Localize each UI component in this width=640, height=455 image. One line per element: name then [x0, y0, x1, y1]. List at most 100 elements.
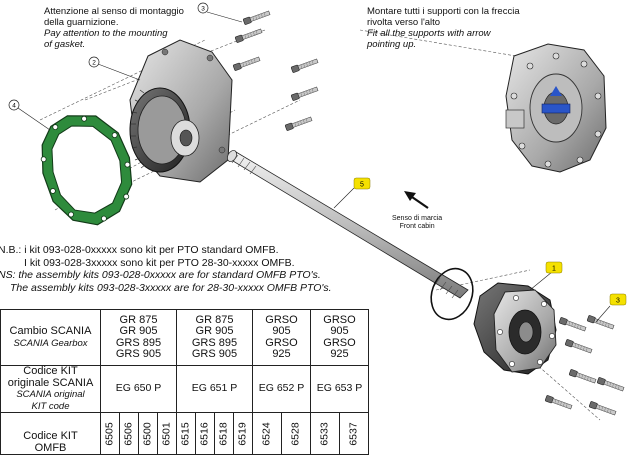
callout-3-upper-label: 3 — [201, 6, 205, 13]
kit-code-header-en-1: SCANIA original — [16, 389, 85, 400]
kit-number-cell: 6518 — [214, 412, 234, 455]
gearbox-cell-2: GR 875 GR 905 GRS 895 GRS 905 — [176, 309, 253, 366]
supports-note-en-2: pointing up. — [367, 39, 417, 50]
callout-3-lower: 3 — [595, 293, 627, 323]
kit-note-it-1: N.B.: i kit 093-028-0xxxxx sono kit per … — [0, 244, 279, 256]
kit-number-cell: 6528 — [281, 412, 311, 455]
exploded-assembly-drawing: 1 2 3 4 5 3 — [8, 2, 627, 421]
gearbox-cell-3: GRSO 905 GRSO 925 — [252, 309, 311, 366]
kit-number: 6506 — [122, 421, 135, 446]
kit-header-it-2: OMFB — [34, 441, 67, 454]
kit-number: 6516 — [198, 421, 211, 446]
gearbox-4-line-4: 925 — [330, 348, 349, 360]
kit-number: 6515 — [179, 421, 192, 446]
gearbox-header-en: SCANIA Gearbox — [13, 337, 88, 349]
supports-note-en-1: Fit all the supports with arrow — [367, 28, 491, 39]
kit-header-it-1: Codice KIT — [23, 430, 78, 442]
gearbox-header: Cambio SCANIA SCANIA Gearbox — [0, 309, 101, 366]
gasket-note-it-2: della guarnizione. — [44, 17, 119, 28]
callout-4: 4 — [8, 99, 51, 131]
kit-number-cell: 6533 — [310, 412, 340, 455]
gearbox-3-line-1: GRSO — [265, 313, 298, 326]
direction-label-it: Senso di marcia — [392, 215, 443, 222]
kit-number-cell: 6505 — [100, 412, 120, 455]
kit-number-cell: 6516 — [195, 412, 215, 455]
supports-note: Montare tutti i supporti con la freccia … — [367, 6, 520, 50]
gearbox-3-line-3: GRSO — [265, 336, 298, 349]
kit-code-header-en-2: KIT code — [31, 400, 70, 412]
kit-note: N.B.: i kit 093-028-0xxxxx sono kit per … — [0, 244, 332, 294]
gearbox-1-line-1: GR 875 — [119, 313, 158, 326]
gearbox-header-it: Cambio SCANIA — [9, 325, 92, 337]
supports-note-it-1: Montare tutti i supporti con la freccia — [367, 6, 520, 17]
gearbox-4-line-1: GRSO — [323, 313, 356, 326]
kit-code-header: Codice KIT originale SCANIA SCANIA origi… — [0, 365, 101, 413]
gearbox-2-line-3: GRS 895 — [191, 336, 238, 349]
kit-note-en-2: The assembly kits 093-028-3xxxxx are for… — [10, 281, 332, 294]
gasket-note-it-1: Attenzione al senso di montaggio — [44, 6, 184, 17]
kit-note-it-2: I kit 093-028-3xxxxx sono kit per PTO 28… — [24, 256, 295, 269]
kit-number: 6501 — [160, 421, 173, 446]
kit-number: 6537 — [347, 421, 360, 446]
gasket-note: Attenzione al senso di montaggio della g… — [44, 6, 184, 50]
gearbox-3-line-2: 905 — [272, 325, 291, 337]
gearbox-3-line-4: 925 — [272, 348, 291, 360]
gearbox-cell-1: GR 875 GR 905 GRS 895 GRS 905 — [100, 309, 177, 366]
kit-note-en-1: NS: the assembly kits 093-028-0xxxxx are… — [0, 269, 321, 281]
support-detail-view — [505, 43, 607, 173]
gearbox-4-line-2: 905 — [330, 325, 349, 337]
shaft-detail-circle — [430, 267, 474, 321]
kit-code-header-it-2: originale SCANIA — [7, 376, 94, 389]
gasket-note-en-1: Pay attention to the mounting — [44, 28, 168, 39]
lower-bolt-set — [544, 314, 625, 417]
gearbox-1-line-4: GRS 905 — [115, 348, 162, 360]
kit-number: 6528 — [289, 421, 302, 446]
kit-number-cell: 6515 — [176, 412, 196, 455]
direction-arrow — [404, 191, 429, 209]
gearbox-2-line-2: GR 905 — [195, 325, 234, 337]
gearbox-2-line-1: GR 875 — [195, 313, 234, 326]
kit-code-cell-1: EG 650 P — [100, 365, 177, 413]
callout-3-lower-label: 3 — [616, 298, 620, 305]
kit-number: 6505 — [103, 421, 116, 446]
direction-label-en: Front cabin — [399, 223, 435, 230]
kit-number-cell: 6524 — [252, 412, 282, 455]
supports-note-it-2: rivolta verso l'alto — [367, 17, 441, 28]
callout-3-upper: 3 — [197, 2, 243, 23]
kit-code-header-it-1: Codice KIT — [23, 365, 78, 377]
gearbox-2-line-4: GRS 905 — [191, 348, 238, 360]
kit-code-cell-3: EG 652 P — [252, 365, 311, 413]
kit-table: Cambio SCANIA SCANIA Gearbox GR 875 GR 9… — [0, 309, 369, 455]
upper-bolt-set — [232, 9, 319, 132]
gearbox-1-line-3: GRS 895 — [115, 336, 162, 349]
kit-number-cell: 6506 — [119, 412, 139, 455]
callout-5: 5 — [333, 177, 371, 209]
callout-4-label: 4 — [12, 103, 16, 110]
callout-1-label: 1 — [552, 266, 556, 273]
gasket-note-en-2: of gasket. — [44, 39, 86, 50]
kit-number: 6524 — [260, 421, 273, 446]
kit-number-cell: 6537 — [339, 412, 369, 455]
callout-2-label: 2 — [92, 60, 96, 67]
callout-5-label: 5 — [360, 182, 364, 189]
gasket-part — [40, 115, 133, 226]
pto-housing-part — [129, 39, 233, 183]
kit-number: 6518 — [217, 421, 230, 446]
kit-number: 6519 — [236, 421, 249, 446]
kit-code-cell-4: EG 653 P — [310, 365, 369, 413]
kit-header: Codice KIT OMFB — [0, 412, 101, 455]
gearbox-1-line-2: GR 905 — [119, 325, 158, 337]
callout-1: 1 — [529, 261, 563, 291]
kit-number-cell: 6501 — [157, 412, 177, 455]
kit-number-cell: 6519 — [233, 412, 253, 455]
callout-2: 2 — [88, 56, 141, 81]
flange-support-part — [473, 282, 557, 375]
kit-number: 6500 — [141, 421, 154, 446]
kit-number: 6533 — [318, 421, 331, 446]
kit-number-cell: 6500 — [138, 412, 158, 455]
gearbox-4-line-3: GRSO — [323, 336, 356, 349]
kit-code-cell-2: EG 651 P — [176, 365, 253, 413]
gearbox-cell-4: GRSO 905 GRSO 925 — [310, 309, 369, 366]
direction-label: Senso di marcia Front cabin — [392, 215, 442, 231]
drive-shaft-part — [227, 150, 469, 299]
